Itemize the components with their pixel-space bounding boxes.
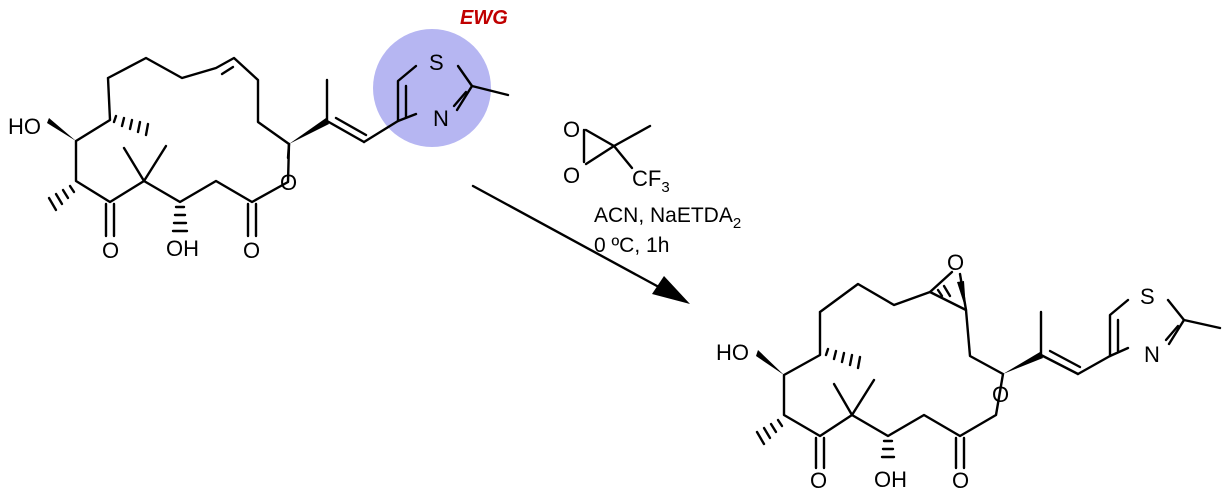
- reactant-ketone-o-label: O: [102, 238, 119, 263]
- product-n-label: N: [1144, 342, 1160, 367]
- reagent-dioxirane: O O CF3: [563, 117, 670, 196]
- ewg-highlight-circle: [373, 29, 491, 147]
- product-ring-o-label: O: [992, 382, 1009, 407]
- reactant-n-label: N: [433, 106, 449, 131]
- reactant-oh-label: OH: [166, 236, 199, 261]
- product-carbonyl-o-label: O: [952, 468, 969, 493]
- ewg-label: EWG: [460, 7, 508, 29]
- product-ketone-o-label: O: [810, 468, 827, 493]
- reactant-molecule: HO O OH O O S N: [8, 29, 510, 263]
- reagent-cf3-label: CF3: [632, 166, 670, 196]
- reactant-s-label: S: [429, 50, 444, 75]
- product-oh-label: OH: [874, 467, 907, 492]
- reactant-ho-label: HO: [8, 114, 41, 139]
- product-molecule: HO O OH O O O S N: [716, 250, 1222, 493]
- reaction-arrow: [471, 184, 690, 304]
- reactant-ring-o-label: O: [280, 170, 297, 195]
- conditions-line-2: 0 ºC, 1h: [594, 234, 669, 257]
- reactant-carbonyl-o-label: O: [243, 238, 260, 263]
- product-s-label: S: [1140, 284, 1155, 309]
- product-ho-label: HO: [716, 340, 749, 365]
- product-epoxide-o-label: O: [947, 250, 964, 275]
- reagent-o2-label: O: [563, 163, 580, 188]
- conditions-line-1: ACN, NaETDA2: [594, 204, 741, 232]
- reagent-o1-label: O: [563, 117, 580, 142]
